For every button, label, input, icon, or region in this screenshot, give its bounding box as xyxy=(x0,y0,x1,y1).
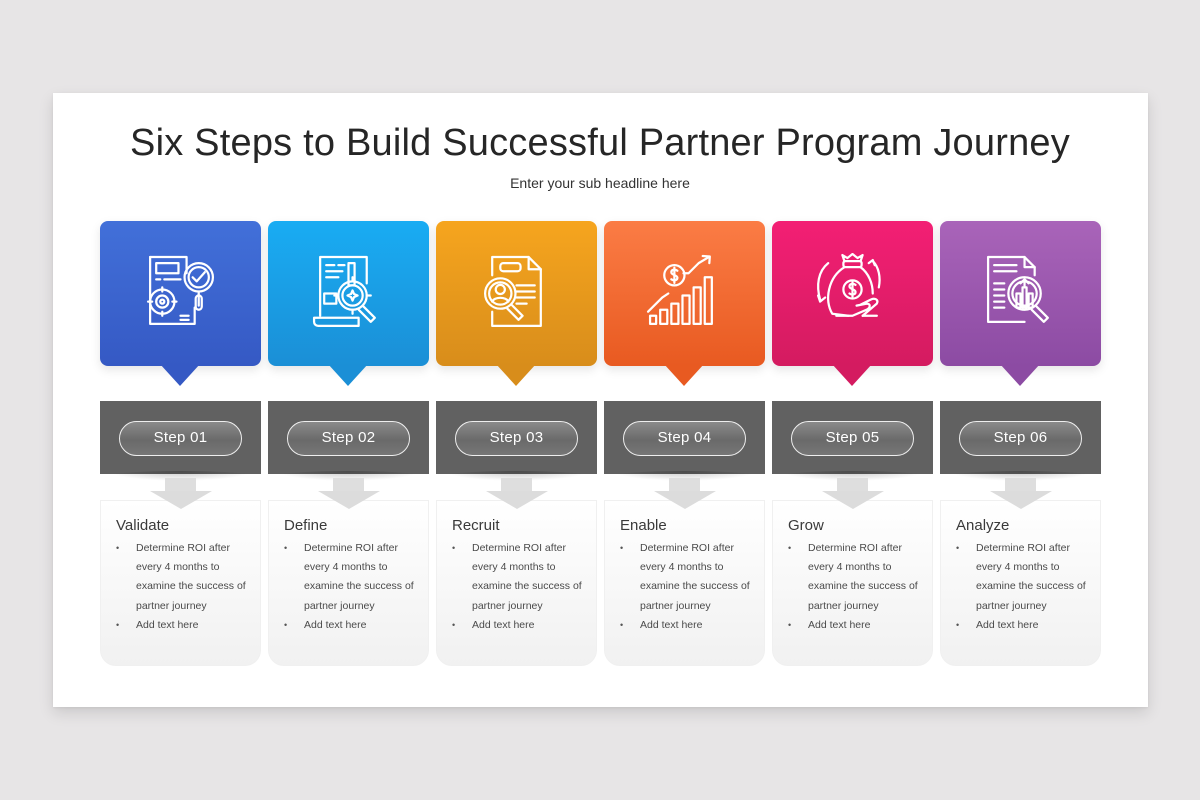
arrow-down-icon xyxy=(837,478,868,491)
bullet-item: Determine ROI after every 4 months to ex… xyxy=(284,539,424,616)
step-button[interactable]: Step 01 xyxy=(119,421,242,456)
step-icon-box xyxy=(436,221,597,386)
bullet-item: Add text here xyxy=(452,616,592,635)
pointer xyxy=(160,364,200,386)
step-title: Analyze xyxy=(956,517,1010,534)
pointer xyxy=(664,364,704,386)
arrow-down-head xyxy=(150,491,212,509)
bullet-item: Add text here xyxy=(284,616,424,635)
step-button[interactable]: Step 05 xyxy=(791,421,914,456)
bullet-list: Determine ROI after every 4 months to ex… xyxy=(620,539,760,635)
step-column-5: Step 05 Grow Determine ROI after every 4… xyxy=(772,221,933,666)
step-details: Define Determine ROI after every 4 month… xyxy=(268,500,429,666)
bullet-list: Determine ROI after every 4 months to ex… xyxy=(116,539,256,635)
bullet-item: Add text here xyxy=(620,616,760,635)
pointer xyxy=(496,364,536,386)
band-shadow xyxy=(276,471,421,481)
page-title: Six Steps to Build Successful Partner Pr… xyxy=(130,122,1070,164)
sub-headline: Enter your sub headline here xyxy=(510,175,690,191)
step-details: Enable Determine ROI after every 4 month… xyxy=(604,500,765,666)
step-band: Step 04 xyxy=(604,401,765,474)
arrow-down-head xyxy=(486,491,548,509)
money-bag-hand-cycle-icon xyxy=(816,253,881,317)
step-icon-box xyxy=(604,221,765,386)
arrow-down-icon xyxy=(165,478,196,491)
step-icon-box xyxy=(772,221,933,386)
arrow-down-head xyxy=(654,491,716,509)
bullet-item: Determine ROI after every 4 months to ex… xyxy=(116,539,256,616)
band-shadow xyxy=(612,471,757,481)
document-gear-magnifier-check-icon xyxy=(146,255,215,325)
step-column-6: Step 06 Analyze Determine ROI after ever… xyxy=(940,221,1101,666)
step-icon-box xyxy=(268,221,429,386)
step-button[interactable]: Step 06 xyxy=(959,421,1082,456)
bullet-item: Determine ROI after every 4 months to ex… xyxy=(788,539,928,616)
step-details: Analyze Determine ROI after every 4 mont… xyxy=(940,500,1101,666)
step-band: Step 06 xyxy=(940,401,1101,474)
step-icon-box xyxy=(100,221,261,386)
bullet-item: Determine ROI after every 4 months to ex… xyxy=(620,539,760,616)
arrow-down-head xyxy=(990,491,1052,509)
band-shadow xyxy=(780,471,925,481)
step-title: Define xyxy=(284,517,328,534)
band-shadow xyxy=(108,471,253,481)
step-column-4: Step 04 Enable Determine ROI after every… xyxy=(604,221,765,666)
step-button[interactable]: Step 02 xyxy=(287,421,410,456)
pointer xyxy=(328,364,368,386)
step-details: Grow Determine ROI after every 4 months … xyxy=(772,500,933,666)
band-shadow xyxy=(444,471,589,481)
step-details: Validate Determine ROI after every 4 mon… xyxy=(100,500,261,666)
bullet-list: Determine ROI after every 4 months to ex… xyxy=(284,539,424,635)
bullet-item: Determine ROI after every 4 months to ex… xyxy=(452,539,592,616)
arrow-down-icon xyxy=(501,478,532,491)
bullet-list: Determine ROI after every 4 months to ex… xyxy=(956,539,1096,635)
step-column-2: Step 02 Define Determine ROI after every… xyxy=(268,221,429,666)
step-band: Step 03 xyxy=(436,401,597,474)
step-icon-box xyxy=(940,221,1101,386)
arrow-down-head xyxy=(822,491,884,509)
document-target-magnifier-icon xyxy=(312,255,376,328)
step-title: Recruit xyxy=(452,517,500,534)
arrow-down-icon xyxy=(669,478,700,491)
bullet-item: Add text here xyxy=(956,616,1096,635)
arrow-down-icon xyxy=(1005,478,1036,491)
step-button[interactable]: Step 03 xyxy=(455,421,578,456)
step-band: Step 01 xyxy=(100,401,261,474)
dollar-growth-chart-icon xyxy=(646,254,713,325)
step-title: Grow xyxy=(788,517,824,534)
bullet-list: Determine ROI after every 4 months to ex… xyxy=(788,539,928,635)
resume-magnifier-person-icon xyxy=(483,255,542,328)
bullet-item: Determine ROI after every 4 months to ex… xyxy=(956,539,1096,616)
bullet-item: Add text here xyxy=(116,616,256,635)
step-column-3: Step 03 Recruit Determine ROI after ever… xyxy=(436,221,597,666)
step-band: Step 05 xyxy=(772,401,933,474)
bullet-list: Determine ROI after every 4 months to ex… xyxy=(452,539,592,635)
step-title: Validate xyxy=(116,517,170,534)
band-shadow xyxy=(948,471,1093,481)
step-title: Enable xyxy=(620,517,667,534)
pointer xyxy=(832,364,872,386)
arrow-down-icon xyxy=(333,478,364,491)
step-band: Step 02 xyxy=(268,401,429,474)
step-button[interactable]: Step 04 xyxy=(623,421,746,456)
report-magnifier-chart-icon xyxy=(986,255,1049,323)
bullet-item: Add text here xyxy=(788,616,928,635)
step-details: Recruit Determine ROI after every 4 mont… xyxy=(436,500,597,666)
step-column-1: Step 01 Validate Determine ROI after eve… xyxy=(100,221,261,666)
arrow-down-head xyxy=(318,491,380,509)
pointer xyxy=(1000,364,1040,386)
